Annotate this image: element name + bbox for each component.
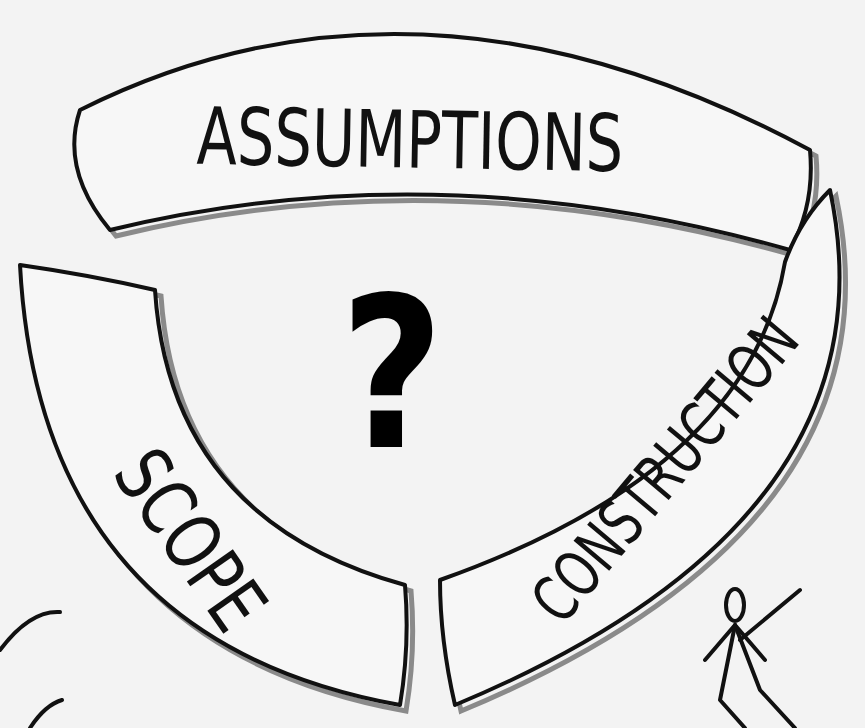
stick-figure xyxy=(705,589,800,728)
band-shape xyxy=(74,34,811,250)
curved-band: ASSUMPTIONS xyxy=(50,5,840,265)
band-label: ASSUMPTIONS xyxy=(196,97,624,184)
question-mark: ? xyxy=(340,270,444,480)
band-shape xyxy=(440,190,840,705)
curved-band: CONSTRUCTION xyxy=(430,180,865,715)
scribble-line xyxy=(0,612,62,728)
